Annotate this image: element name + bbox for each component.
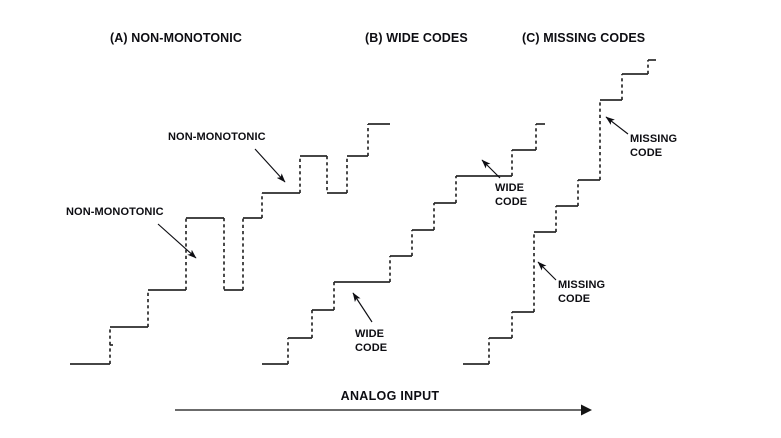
analog-input-axis-arrow-icon [581,404,592,416]
callout-missing-code-upper-leader [605,116,629,135]
staircase-panel-b [262,123,545,365]
panel-title-b: (B) WIDE CODES [365,31,468,45]
callout-wide-code-lower: WIDE CODE [352,292,387,354]
callout-wide-code-upper-line1: WIDE [495,182,524,194]
callout-missing-code-lower-leader [537,261,557,281]
callout-missing-code-upper: MISSING CODE [605,116,677,159]
panel-title-a: (A) NON-MONOTONIC [110,31,242,45]
callout-wide-code-lower-leader [352,292,373,323]
callout-missing-code-lower: MISSING CODE [537,261,605,305]
staircase-panel-c [463,59,656,365]
callout-wide-code-lower-line2: CODE [355,342,387,354]
callout-non-monotonic-upper-label: NON-MONOTONIC [168,131,266,143]
callout-non-monotonic-lower-label: NON-MONOTONIC [66,206,164,218]
callout-non-monotonic-lower-leader [157,223,197,259]
callout-missing-code-upper-line1: MISSING [630,133,677,145]
callout-missing-code-lower-line2: CODE [558,293,590,305]
panel-title-c: (C) MISSING CODES [522,31,645,45]
staircase-panel-a [70,123,390,365]
callout-wide-code-upper-leader [481,159,501,179]
callout-missing-code-upper-line2: CODE [630,147,662,159]
analog-input-axis-label: ANALOG INPUT [341,389,440,403]
callout-wide-code-upper: WIDE CODE [481,159,527,208]
callout-missing-code-lower-line1: MISSING [558,279,605,291]
callout-non-monotonic-upper: NON-MONOTONIC [168,131,286,183]
callout-non-monotonic-upper-leader [254,148,286,183]
callout-non-monotonic-lower: NON-MONOTONIC [66,206,197,259]
callout-wide-code-lower-line1: WIDE [355,328,384,340]
callout-wide-code-upper-line2: CODE [495,196,527,208]
analog-input-axis: ANALOG INPUT [175,389,592,416]
